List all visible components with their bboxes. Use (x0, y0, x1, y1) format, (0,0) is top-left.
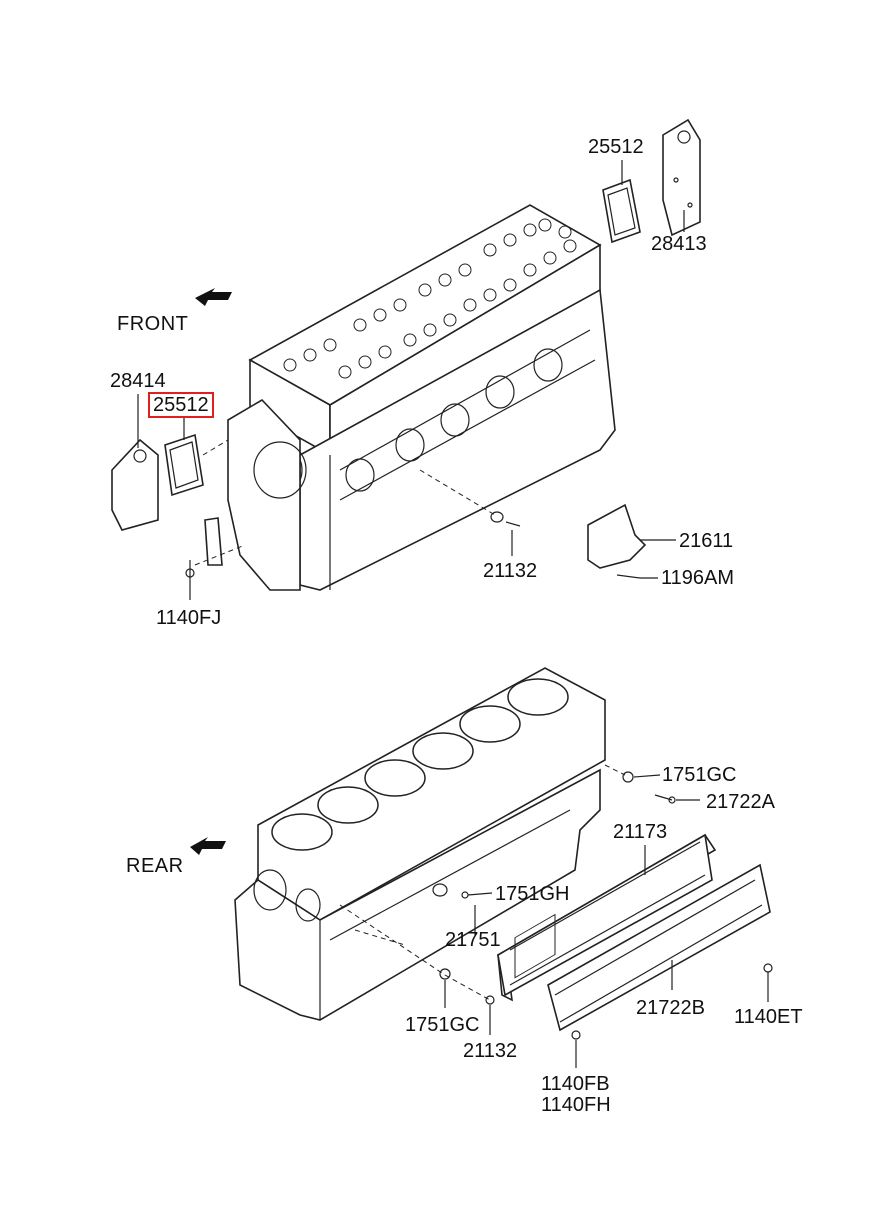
bolt-21132-top-drawing (419, 469, 521, 556)
head-bolt-holes (283, 218, 577, 379)
bolt-1140ET-drawing (763, 963, 773, 1002)
front-direction-label: FRONT (117, 313, 189, 335)
label-1751GC-right: 1751GC (662, 764, 737, 786)
cover-21722B-drawing (547, 863, 771, 1032)
label-21611: 21611 (679, 530, 734, 552)
label-1140FJ: 1140FJ (156, 607, 222, 629)
rear-direction-label: REAR (126, 855, 184, 877)
plate-28413-drawing (662, 118, 701, 237)
label-1196AM: 1196AM (661, 567, 735, 589)
label-25512-top: 25512 (588, 136, 644, 158)
label-1140FH: 1140FH (541, 1094, 611, 1116)
seal-1751GC-right-drawing (604, 764, 661, 783)
label-21132-bottom: 21132 (463, 1040, 518, 1062)
bolt-1140FB-drawing (571, 1030, 581, 1068)
cylinder-head-drawing (227, 204, 616, 591)
front-arrow-icon (195, 288, 232, 306)
label-21722B: 21722B (636, 997, 705, 1019)
label-25512-highlighted: 25512 (148, 392, 214, 418)
label-21132-top: 21132 (483, 560, 538, 582)
plate-28414-drawing (111, 394, 159, 531)
label-21722A: 21722A (706, 791, 775, 813)
label-28414: 28414 (110, 370, 166, 392)
label-1140ET: 1140ET (734, 1006, 803, 1028)
gasket-25512-left-drawing (164, 418, 229, 497)
bolt-21722A-drawing (654, 794, 700, 804)
cylinder-block-drawing (234, 667, 606, 1021)
label-1751GC-bottom: 1751GC (405, 1014, 480, 1036)
seal-1751GC-bottom-drawing (439, 968, 451, 1008)
label-28413: 28413 (651, 233, 707, 255)
bolt-21132-bottom-drawing (485, 995, 495, 1035)
label-1140FB: 1140FB (541, 1073, 610, 1095)
label-21173: 21173 (613, 821, 668, 843)
label-1751GH: 1751GH (495, 883, 570, 905)
bracket-1140FJ-drawing (185, 517, 246, 600)
gasket-25512-top-drawing (602, 160, 641, 244)
bracket-21611-drawing (587, 503, 676, 579)
seal-1751GH-drawing (432, 883, 493, 899)
gasket-21173-drawing (496, 833, 717, 1002)
rear-arrow-icon (190, 837, 226, 855)
label-21751: 21751 (445, 929, 501, 951)
